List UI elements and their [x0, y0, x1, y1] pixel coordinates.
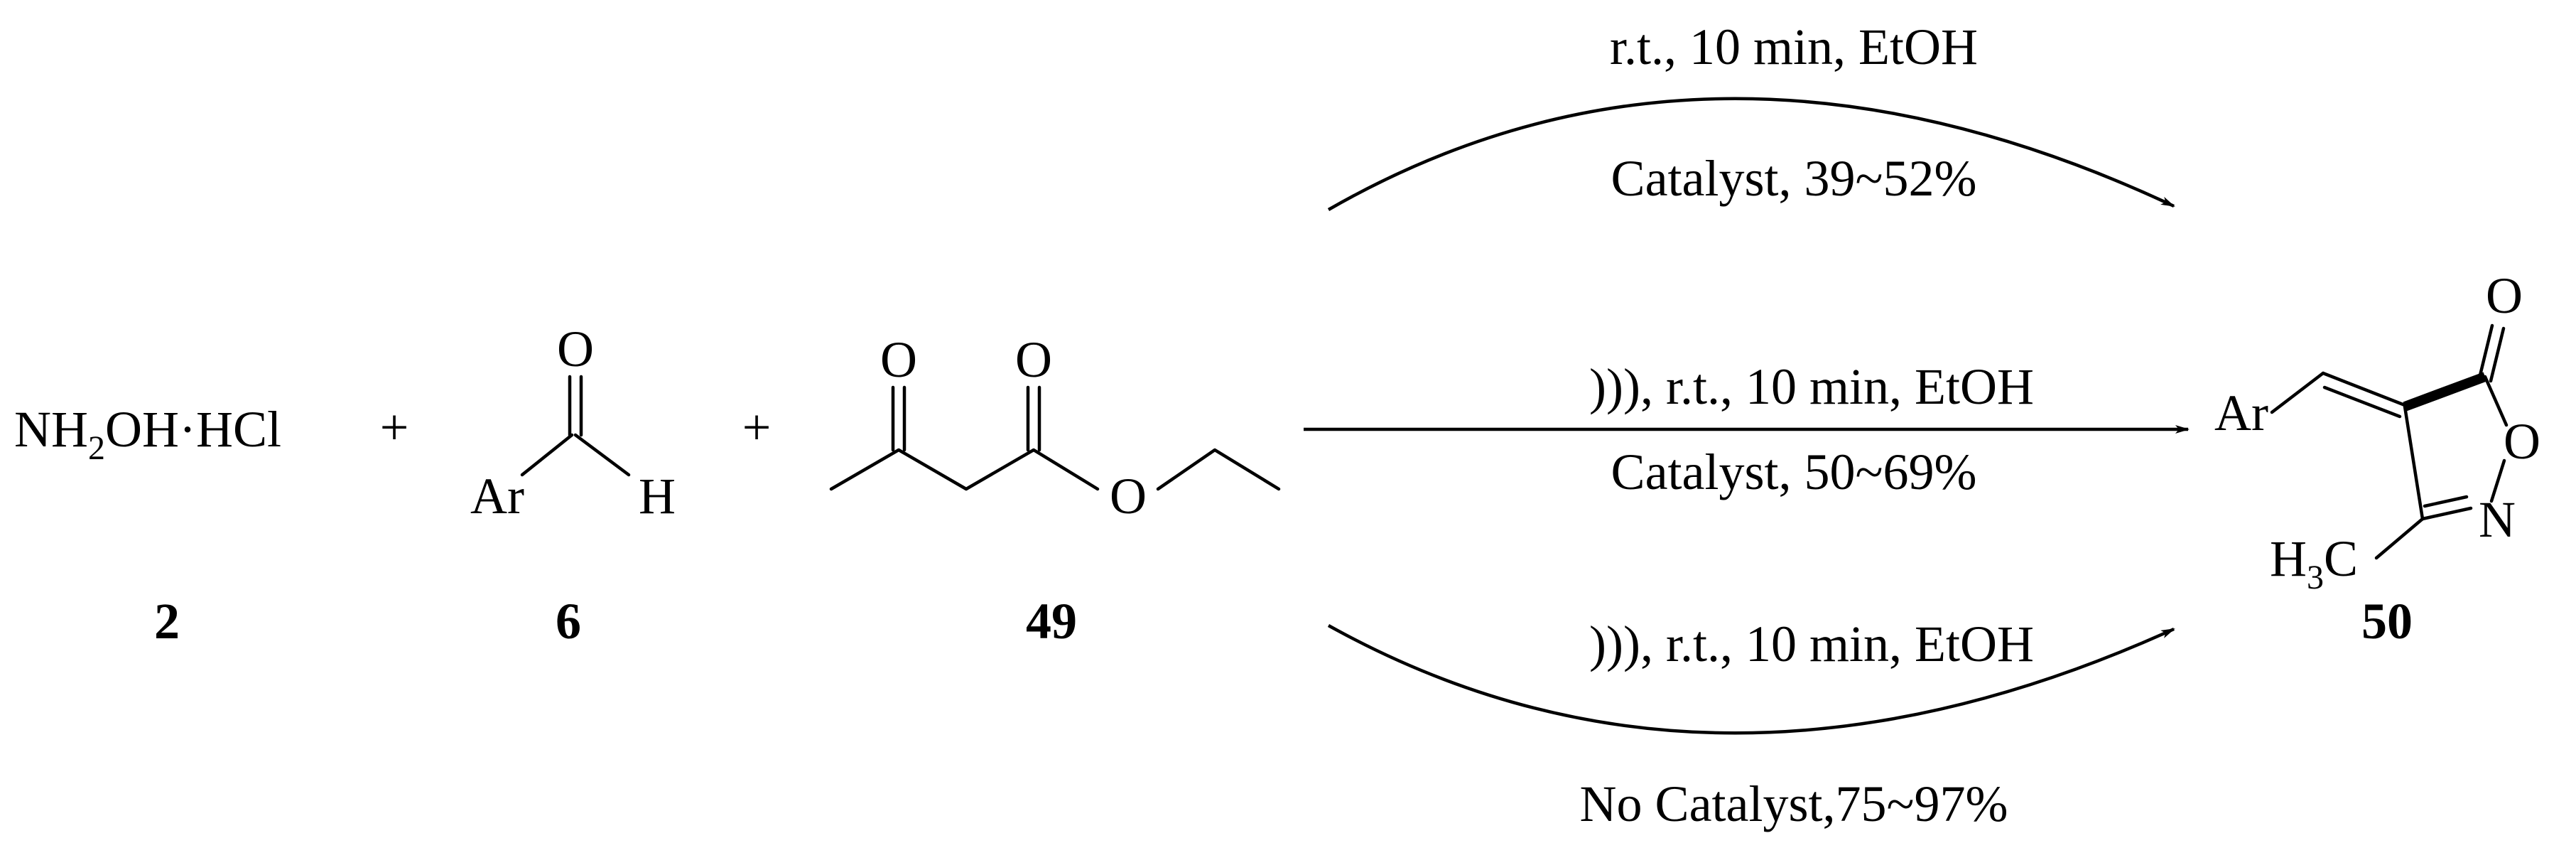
compound-label-49: 49 [1026, 593, 1077, 650]
ester-carbonyl-oxygen: O [1015, 331, 1052, 388]
product-carbonyl-double-bond-1 [2477, 323, 2494, 380]
route-middle: ))), r.t., 10 min, EtOH Catalyst, 50~69% [1304, 358, 2190, 500]
product-ring-bold-bond [2403, 372, 2487, 412]
ethyl-chain [1156, 448, 1281, 491]
product-methyl-c: C [2324, 530, 2358, 587]
route-top-catalyst-yield: Catalyst, 39~52% [1611, 150, 1977, 207]
ketoester-backbone [829, 448, 1100, 491]
hydroxylamine-subscript: 2 [88, 429, 105, 467]
product-methyl-bond [2374, 517, 2425, 560]
product-ring-oxygen: O [2504, 413, 2540, 470]
product-methyl-h: H [2270, 530, 2307, 587]
route-bottom-conditions: ))), r.t., 10 min, EtOH [1589, 616, 2034, 672]
reagent-ethyl-acetoacetate: O O O 49 [829, 331, 1281, 650]
route-top: r.t., 10 min, EtOH Catalyst, 39~52% [1327, 18, 2175, 211]
product-ring-c3-c4-bond [2403, 404, 2425, 521]
plus-sign-1: + [380, 399, 409, 456]
product-exocyclic-double-bond-2 [2322, 385, 2402, 419]
product-ring-cn-double-bond-1 [2420, 506, 2473, 521]
product-exocyclic-double-bond-1 [2321, 371, 2407, 407]
route-bottom: ))), r.t., 10 min, EtOH No Catalyst,75~9… [1327, 616, 2175, 832]
reagent-hydroxylamine: NH2OH·HCl 2 [14, 401, 281, 650]
aldehyde-ar-bond [520, 433, 574, 477]
reagent-aldehyde: Ar O H 6 [470, 321, 676, 650]
product-ring-c5-o-bond [2483, 375, 2509, 427]
hydroxylamine-oh-hcl: OH·HCl [105, 401, 281, 458]
plus-sign-2: + [742, 399, 772, 456]
compound-label-50: 50 [2361, 593, 2413, 650]
aldehyde-ch-bond [573, 433, 631, 477]
product-methyl-subscript: 3 [2307, 559, 2324, 596]
compound-label-6: 6 [556, 593, 581, 650]
aldehyde-ar: Ar [470, 468, 524, 525]
aldehyde-oxygen: O [557, 321, 594, 377]
product-ring-nitrogen: N [2479, 491, 2516, 548]
product-ring-o-n-bond [2489, 458, 2506, 503]
product-carbonyl-oxygen: O [2486, 267, 2523, 324]
hydroxylamine-nh: NH [14, 401, 88, 458]
product-methyl-group: H3C [2270, 530, 2358, 596]
route-top-arrow [1327, 97, 2175, 211]
route-bottom-catalyst-yield: No Catalyst,75~97% [1580, 775, 2008, 832]
keto-oxygen: O [880, 331, 917, 388]
product-ar-vinyl-bond [2270, 371, 2325, 414]
product-ar: Ar [2214, 385, 2268, 441]
route-middle-catalyst-yield: Catalyst, 50~69% [1611, 444, 1977, 500]
route-bottom-arrow [1327, 624, 2175, 735]
route-middle-conditions: ))), r.t., 10 min, EtOH [1589, 358, 2034, 415]
ester-ether-oxygen: O [1110, 468, 1147, 525]
product-ring-cn-double-bond-2 [2423, 495, 2469, 508]
product-carbonyl-double-bond-2 [2489, 326, 2506, 383]
compound-label-2: 2 [154, 593, 180, 650]
product-isoxazolone: Ar O O N H3C 50 [2214, 267, 2540, 650]
route-top-conditions: r.t., 10 min, EtOH [1610, 18, 1978, 75]
aldehyde-hydrogen: H [639, 468, 676, 525]
svg-text:NH2OH·HCl: NH2OH·HCl [14, 401, 281, 467]
